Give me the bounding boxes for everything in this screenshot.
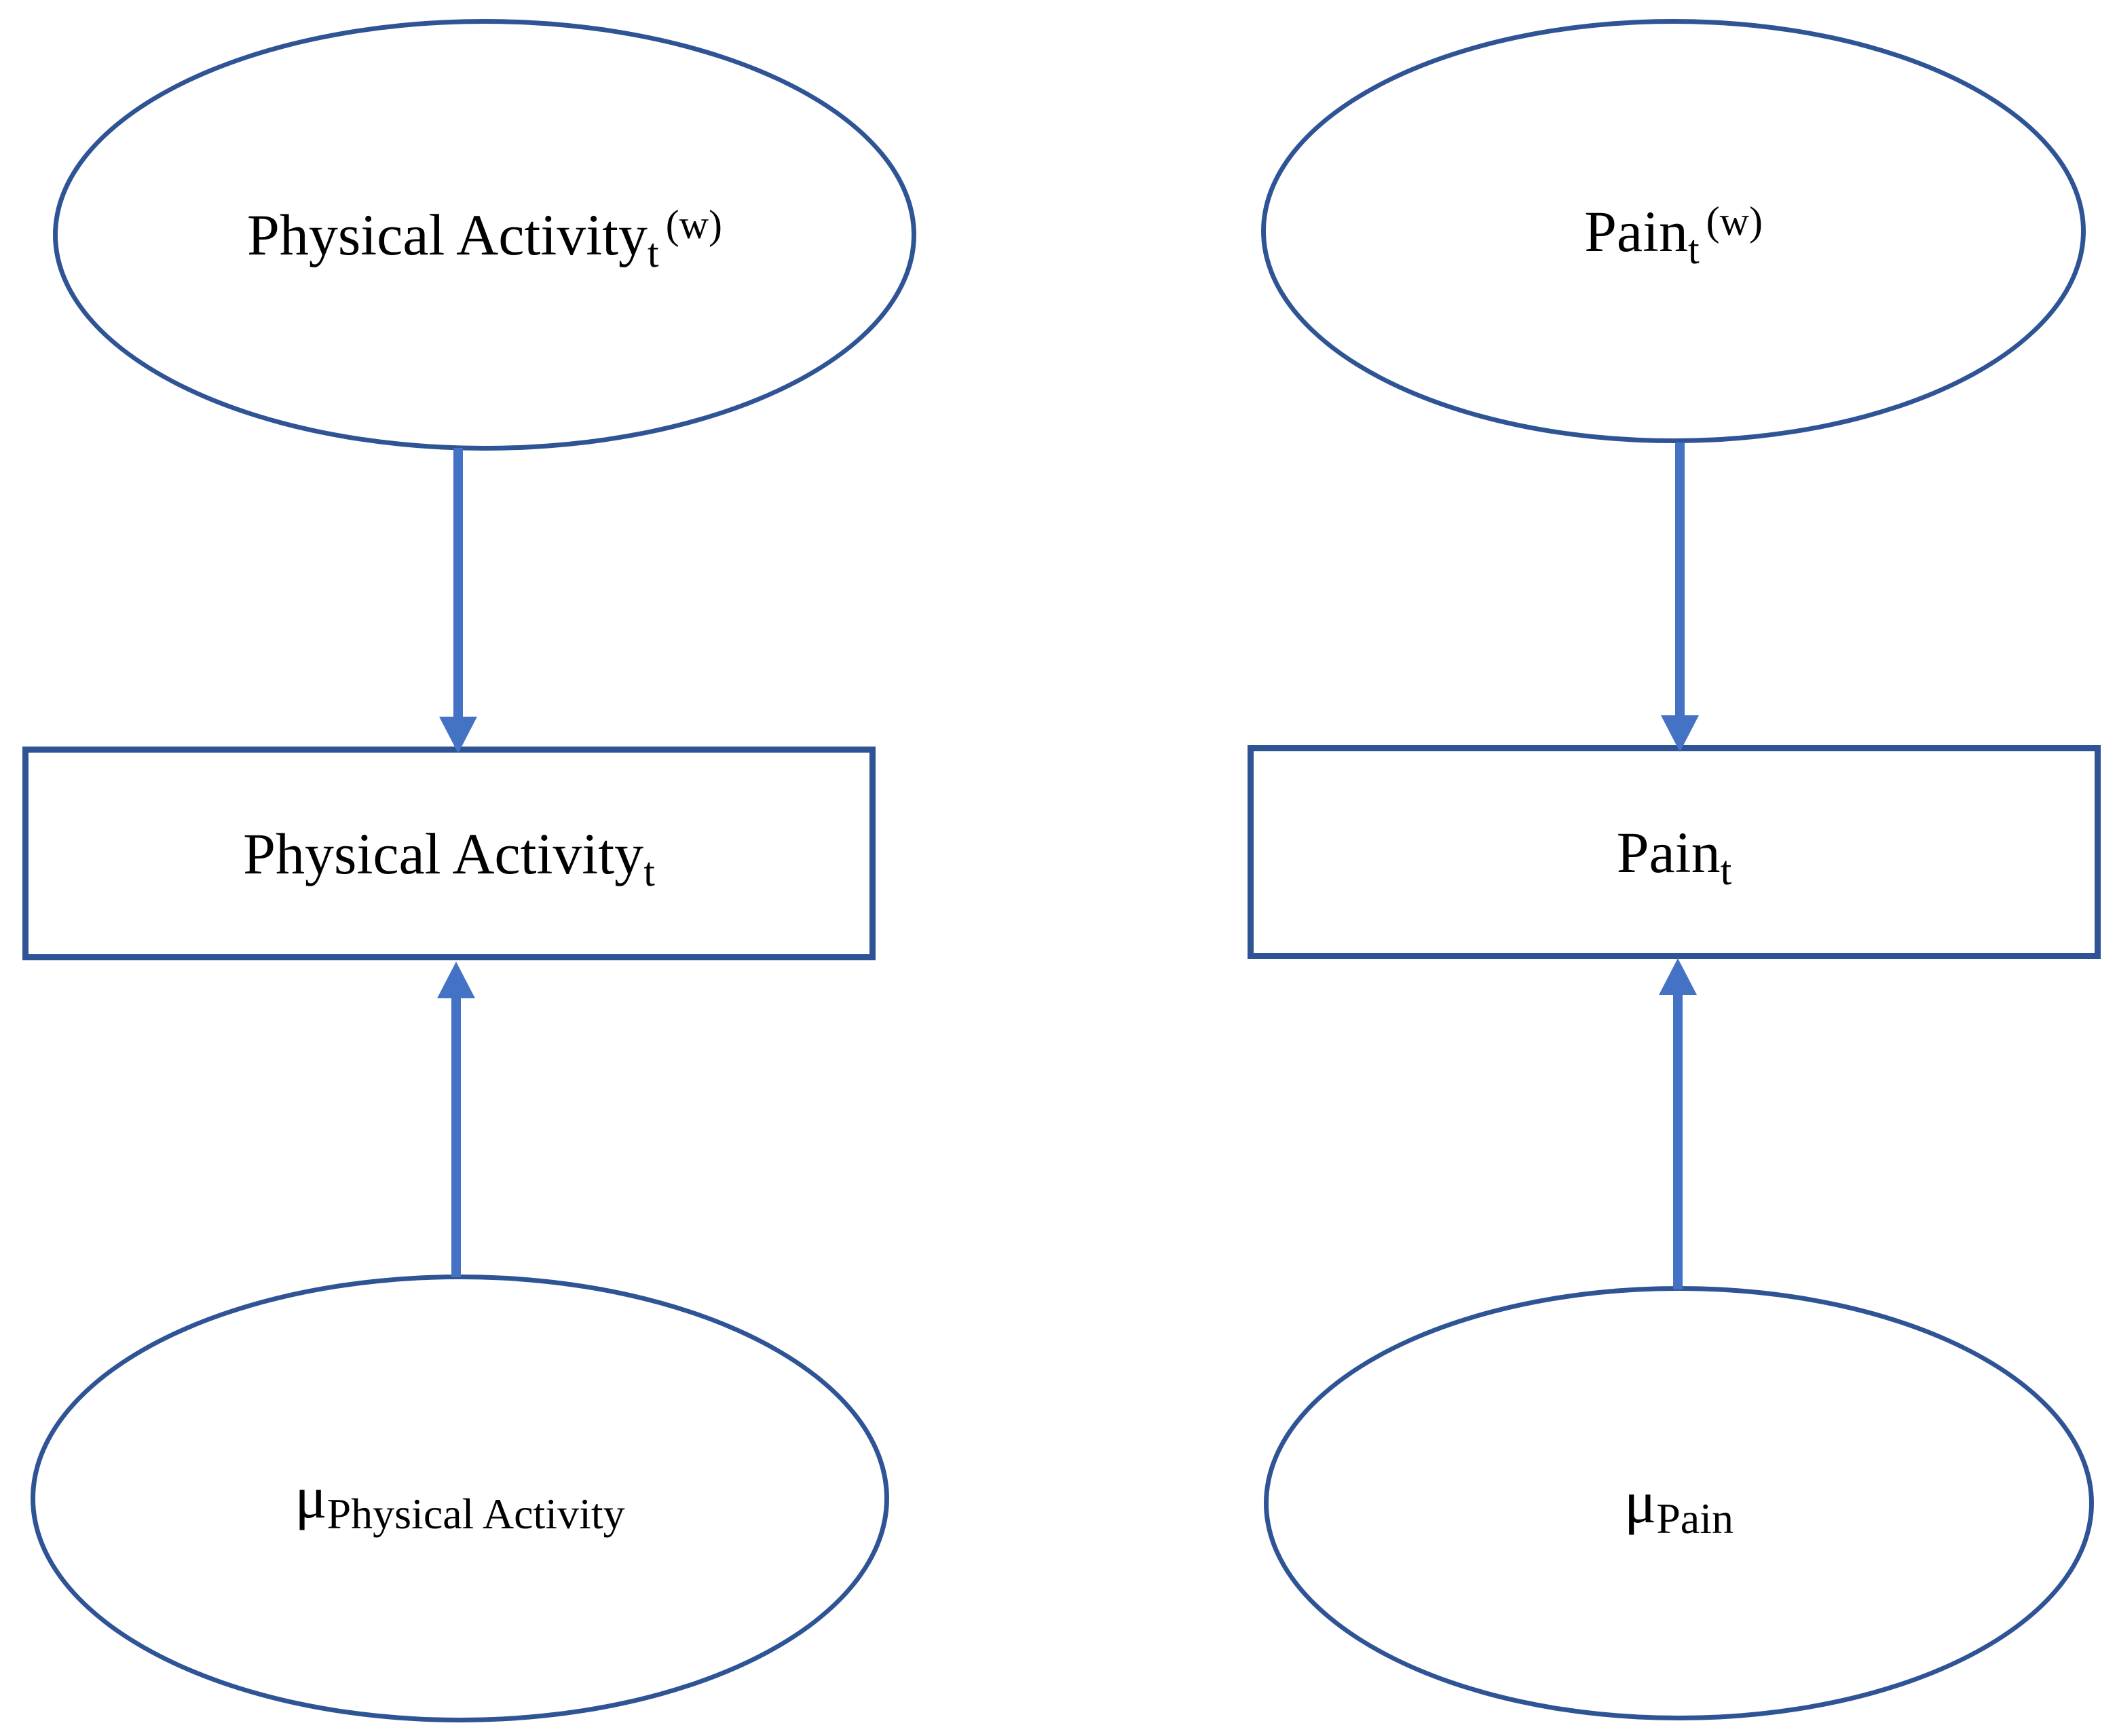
label-base: μ <box>1624 1470 1657 1536</box>
node-pain-latent: Paint(w) <box>1261 19 2086 443</box>
label-base: Physical Activity <box>246 202 648 267</box>
node-mu-physical-activity-label: μPhysical Activity <box>295 1469 624 1536</box>
label-subscript: Pain <box>1656 1494 1734 1543</box>
node-physical-activity-observed-label: Physical Activityt <box>243 825 655 892</box>
label-superscript: (w) <box>665 202 722 247</box>
arrow-mu-pa-to-observed-shaft <box>451 996 461 1277</box>
node-mu-pain-label: μPain <box>1624 1470 1734 1541</box>
arrow-pa-latent-to-observed-shaft <box>453 448 463 719</box>
label-superscript: (w) <box>1706 198 1763 244</box>
label-base: μ <box>295 1465 327 1531</box>
node-physical-activity-observed: Physical Activityt <box>22 747 876 960</box>
node-pain-observed: Paint <box>1248 745 2101 959</box>
node-mu-physical-activity: μPhysical Activity <box>31 1275 889 1722</box>
label-base: Pain <box>1616 819 1721 885</box>
arrow-pa-latent-to-observed-head-icon <box>439 717 477 753</box>
arrow-mu-pa-to-observed-head-icon <box>437 962 475 998</box>
node-physical-activity-latent: Physical Activityt(w) <box>53 19 916 451</box>
label-subscript: Physical Activity <box>326 1490 625 1538</box>
arrow-mu-pain-to-observed-shaft <box>1673 993 1683 1289</box>
label-base: Pain <box>1584 198 1688 264</box>
node-mu-pain: μPain <box>1264 1286 2094 1720</box>
node-pain-latent-label: Paint(w) <box>1584 198 1763 270</box>
label-subscript: t <box>1720 848 1732 893</box>
label-base: Physical Activity <box>243 820 644 886</box>
label-subscript: t <box>1687 227 1700 272</box>
arrow-pain-latent-to-observed-shaft <box>1675 442 1685 718</box>
label-subscript: t <box>648 231 659 276</box>
node-physical-activity-latent-label: Physical Activityt(w) <box>247 204 722 273</box>
node-pain-observed-label: Paint <box>1616 819 1732 891</box>
label-subscript: t <box>643 849 655 894</box>
arrow-pain-latent-to-observed-head-icon <box>1661 715 1699 752</box>
arrow-mu-pain-to-observed-head-icon <box>1659 958 1697 995</box>
